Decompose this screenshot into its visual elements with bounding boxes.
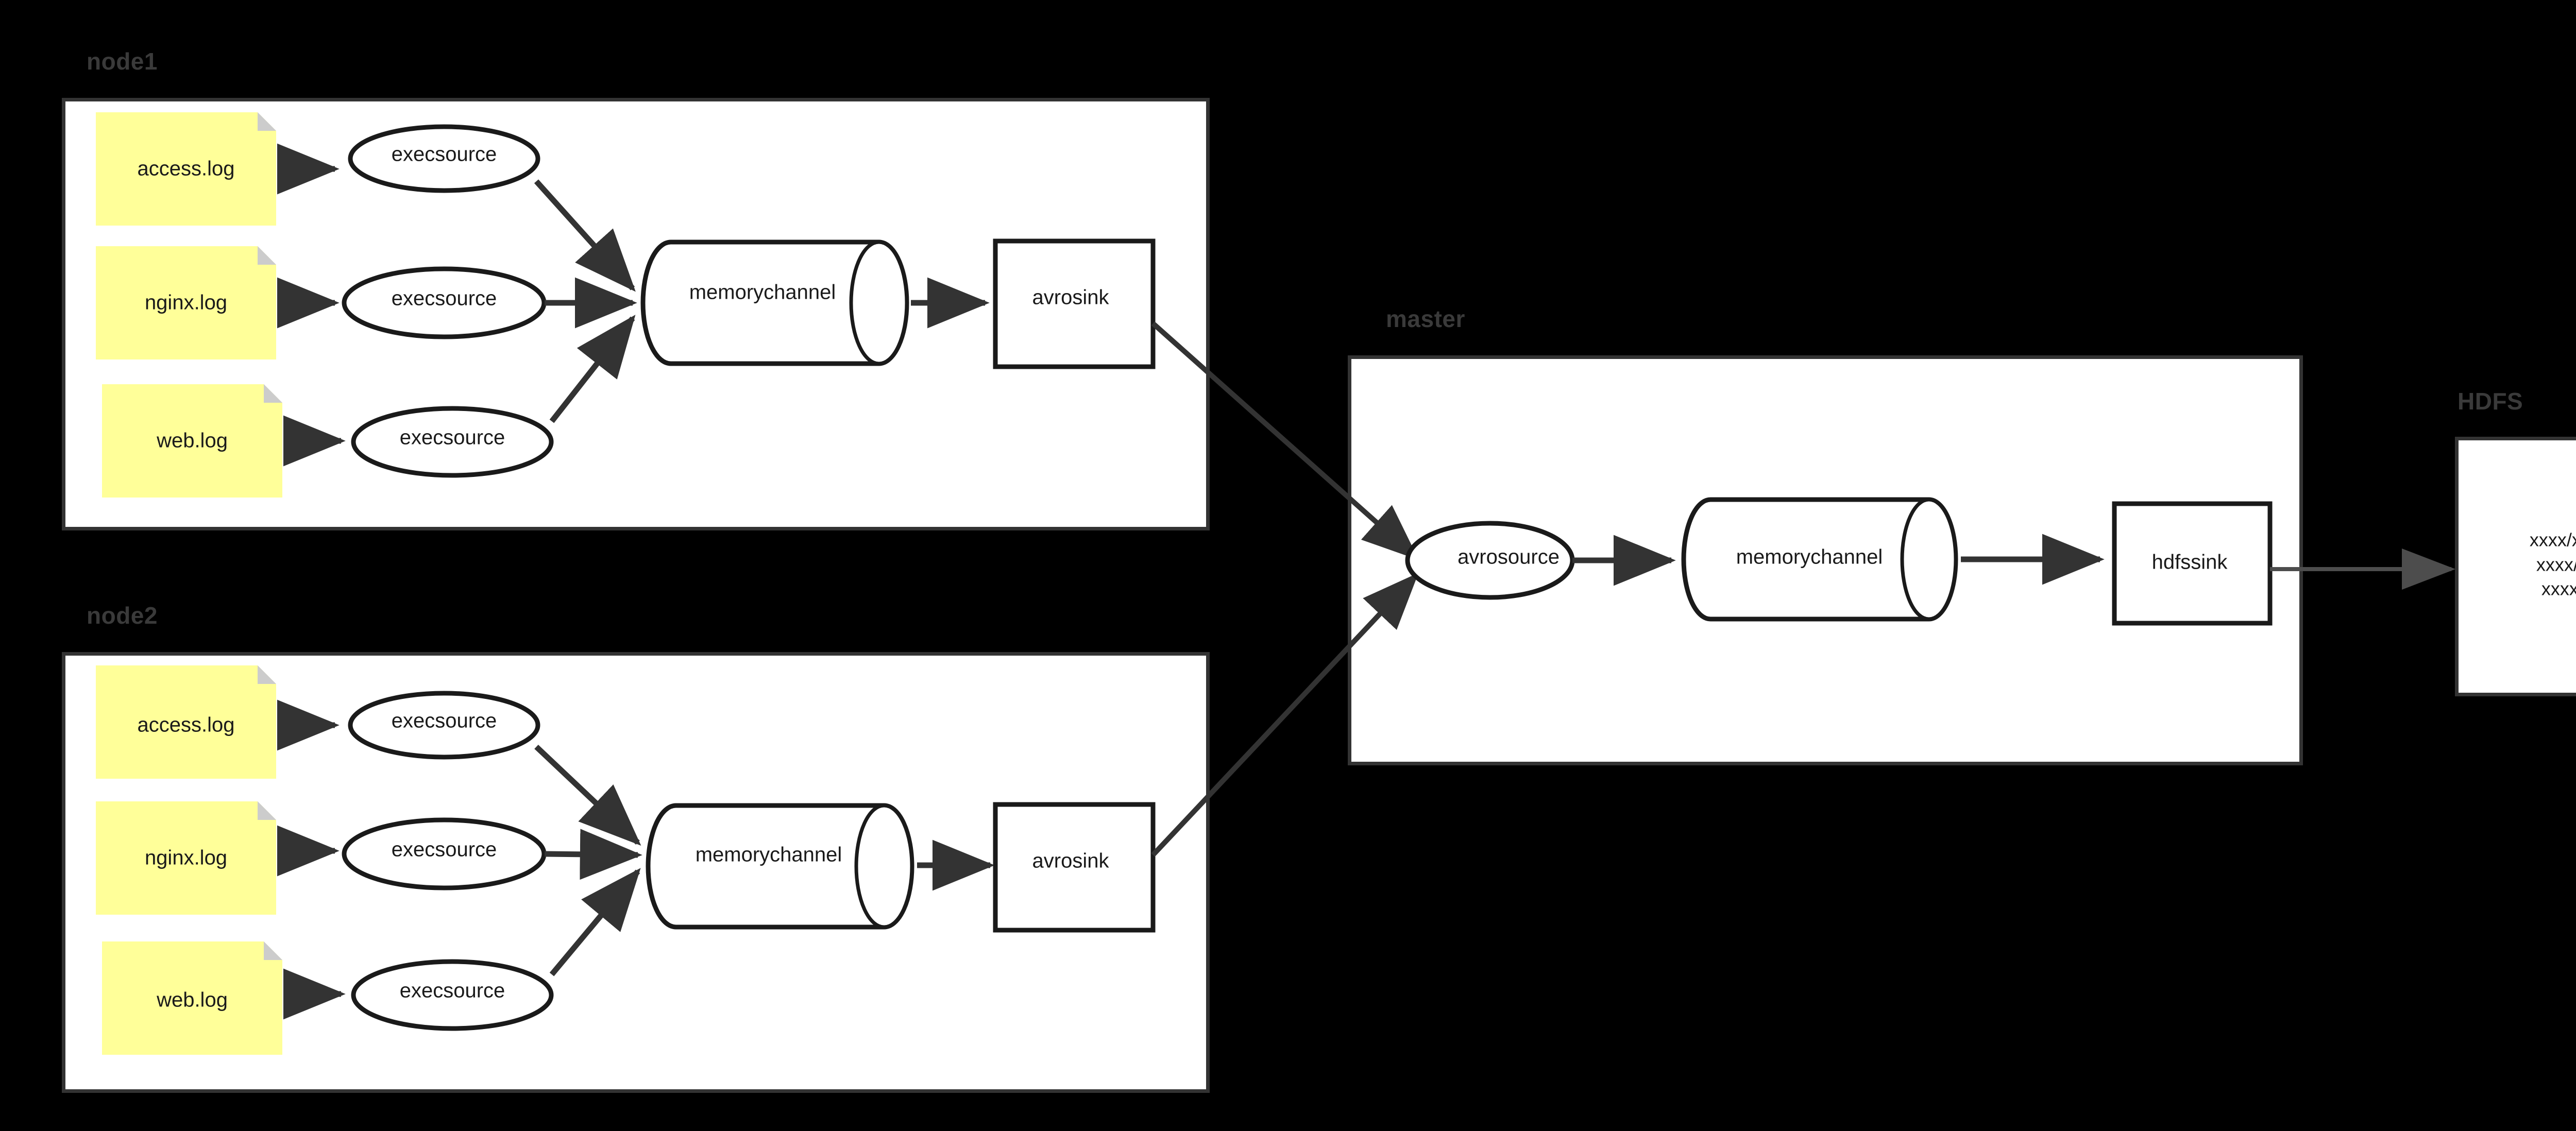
group-label-node1: node1 (87, 48, 158, 75)
node-label-avrosink-node1: avrosink (1032, 286, 1109, 309)
node-label-execsource-2-node2: execsource (391, 838, 497, 861)
node-label-memorychannel-node2: memorychannel (695, 843, 842, 866)
note-label-nginx-log-node1: nginx.log (144, 291, 228, 314)
note-label-access-log-node1: access.log (137, 157, 235, 180)
node-label-memorychannel-node1: memorychannel (689, 281, 836, 304)
node-label-execsource-3-node2: execsource (399, 979, 505, 1002)
group-label-hdfs: HDFS (2458, 388, 2523, 415)
group-label-node2: node2 (87, 602, 158, 629)
node-label-avrosink-node2: avrosink (1032, 849, 1109, 872)
node-label-execsource-1-node1: execsource (391, 143, 497, 166)
note-label-web-log-node2: web.log (157, 988, 228, 1012)
node-label-execsource-1-node2: execsource (391, 709, 497, 732)
note-label-nginx-log-node2: nginx.log (144, 846, 228, 869)
node-label-avrosource-master: avrosource (1458, 545, 1560, 569)
note-label-web-log-node1: web.log (157, 429, 228, 452)
node-label-memorychannel-master: memorychannel (1736, 545, 1883, 569)
group-label-master: master (1386, 305, 1465, 332)
note-label-access-log-node2: access.log (137, 713, 235, 736)
node-label-execsource-2-node1: execsource (391, 287, 497, 310)
node-label-hdfssink-master: hdfssink (2151, 551, 2228, 574)
hdfs-paths-text: xxxx/xxxx/access/20220617/ xxxx/xxxx/ngi… (2529, 529, 2576, 599)
node-label-execsource-3-node1: execsource (399, 426, 505, 449)
container-hdfs (2455, 437, 2576, 696)
